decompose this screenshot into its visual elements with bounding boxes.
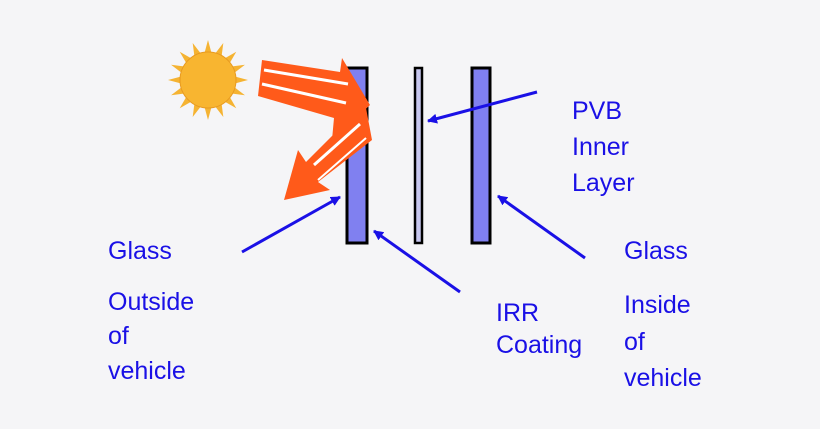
glass-right-label: Glass [624,237,688,265]
inner-glass-pane [470,66,492,245]
sun-ray [192,43,201,56]
outside-label-line1: Outside [108,288,195,316]
sun-ray [235,76,248,84]
outside-label-line2: of [108,322,129,350]
sun-ray [192,104,201,117]
inside-label-line2: of [624,328,645,356]
pointer-arrow-pvb [427,90,538,124]
sun-ray [215,104,224,117]
pvb-inner-layer [413,66,424,245]
irr-label-line1: IRR [496,299,540,327]
inside-label-line3: vehicle [624,364,702,392]
pvb-label-line3: Layer [572,169,635,197]
sun-ray [215,43,224,56]
incoming-ir-beam-arrow [258,58,370,140]
pointer-arrow-irr [373,229,461,294]
glass-left-label: Glass [108,237,172,265]
sun-ray [204,40,212,53]
sun-disc [179,51,237,109]
reflected-ir-beam-arrow [284,108,372,200]
sun-ray [171,64,184,73]
inside-label-line1: Inside [624,291,691,319]
outside-label-line3: vehicle [108,357,186,385]
sun-ray [232,87,245,96]
pvb-label-line1: PVB [572,97,623,125]
pvb-label-line2: Inner [572,133,629,161]
pointer-arrow-glass-right [497,194,586,260]
sun-icon [168,40,248,120]
sun-ray [171,87,184,96]
irr-label-line2: Coating [496,331,583,359]
sun-ray [204,107,212,120]
sun-ray [168,76,181,84]
sun-ray [232,64,245,73]
pointer-arrow-glass-left [241,195,341,254]
